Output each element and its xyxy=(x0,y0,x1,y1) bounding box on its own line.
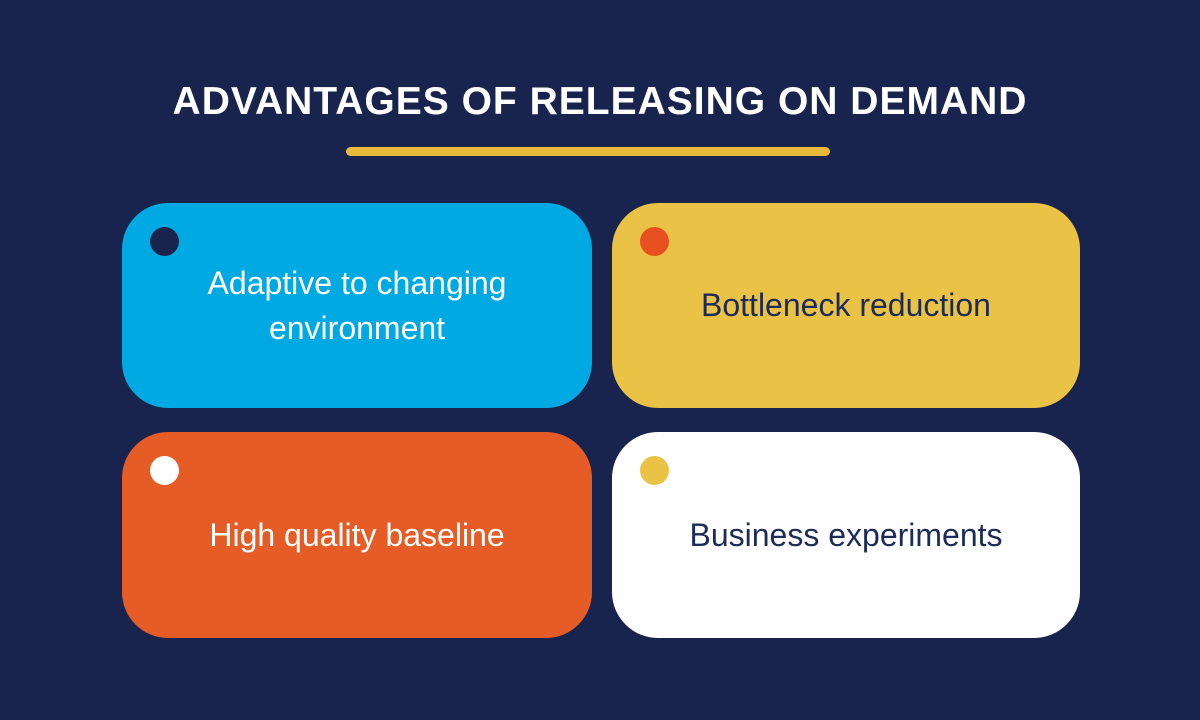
bullet-dot-icon xyxy=(150,456,179,485)
title-underline xyxy=(346,147,830,156)
card-label: Business experiments xyxy=(689,516,1003,553)
card-label: Adaptive to changing environment xyxy=(207,264,507,346)
bullet-dot-icon xyxy=(150,227,179,256)
card-business-experiments: Business experiments xyxy=(612,432,1080,638)
page-title: ADVANTAGES OF RELEASING ON DEMAND xyxy=(172,80,1028,123)
card-label: Bottleneck reduction xyxy=(701,287,991,324)
card-bottleneck-reduction: Bottleneck reduction xyxy=(612,203,1080,408)
card-label: High quality baseline xyxy=(209,516,505,553)
bullet-dot-icon xyxy=(640,227,669,256)
card-high-quality-baseline: High quality baseline xyxy=(122,432,592,638)
card-adaptive-to-changing-environment: Adaptive to changing environment xyxy=(122,203,592,408)
bullet-dot-icon xyxy=(640,456,669,485)
